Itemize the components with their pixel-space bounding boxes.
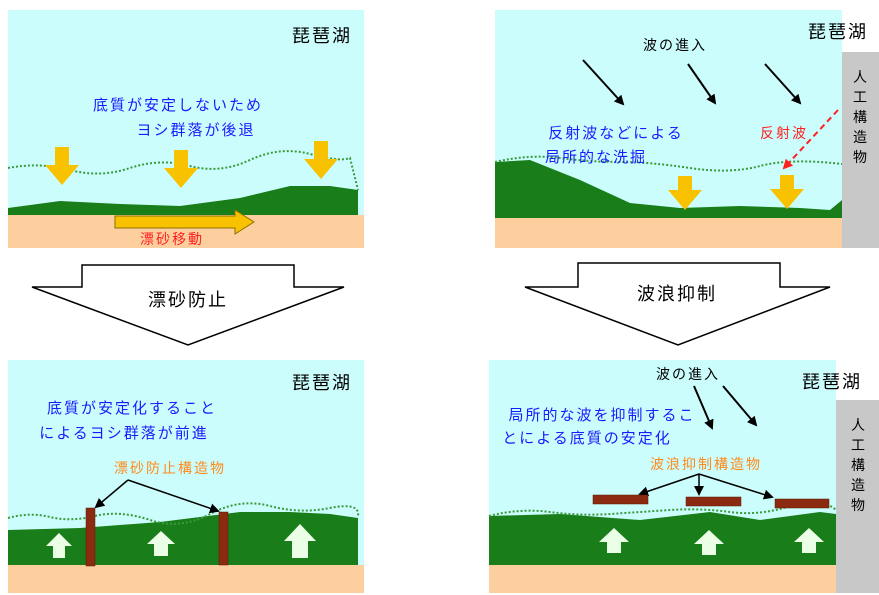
structure-char: 人 bbox=[853, 70, 867, 86]
wave-breaker bbox=[774, 498, 830, 509]
wave-breaker bbox=[685, 496, 742, 507]
panel-bottom-right: 人 工 構 造 物 琵琶湖 波の進入 局所的な波を抑制するこ とによる底質の安定… bbox=[488, 360, 879, 593]
waterline bbox=[7, 150, 359, 191]
wave-arrow bbox=[764, 63, 802, 105]
structure-char: 工 bbox=[853, 90, 867, 106]
reed-bed bbox=[495, 160, 842, 218]
caption-line-1: 局所的な波を抑制するこ bbox=[508, 406, 695, 424]
wave-entry-label: 波の進入 bbox=[643, 38, 707, 54]
structure-label: 漂砂防止構造物 bbox=[114, 461, 226, 477]
drift-arrow-icon bbox=[114, 209, 255, 235]
structure-label: 波浪抑制構造物 bbox=[650, 457, 762, 473]
caption-line-2: ヨシ群落が後退 bbox=[136, 121, 255, 139]
structure-label: 人 工 構 造 物 bbox=[851, 418, 865, 514]
big-down-arrow-icon bbox=[31, 264, 345, 346]
transition-arrow-right: 波浪抑制 bbox=[524, 262, 831, 346]
up-arrow-icon bbox=[694, 530, 724, 555]
transition-arrow-left: 漂砂防止 bbox=[31, 264, 345, 346]
caption-line-2: によるヨシ群落が前進 bbox=[39, 424, 209, 442]
reflected-wave-label: 反射波 bbox=[760, 126, 808, 142]
structure-char: 人 bbox=[851, 418, 865, 434]
structure-char: 物 bbox=[853, 150, 867, 166]
transition-label: 波浪抑制 bbox=[637, 284, 717, 305]
transition-label: 漂砂防止 bbox=[148, 290, 228, 311]
lake-label: 琵琶湖 bbox=[292, 373, 352, 394]
wave-arrow bbox=[582, 59, 625, 106]
up-arrow-icon bbox=[147, 531, 175, 556]
structure-char: 造 bbox=[851, 478, 865, 494]
wave-arrow bbox=[722, 385, 758, 427]
structure-char: 構 bbox=[853, 110, 867, 126]
wave-entry-label: 波の進入 bbox=[656, 367, 720, 383]
reflected-wave-arrow bbox=[782, 109, 839, 170]
caption-line-1: 底質が安定しないため bbox=[93, 96, 263, 114]
sand-area bbox=[489, 565, 836, 593]
waterline bbox=[7, 502, 360, 525]
structure-label: 人 工 構 造 物 bbox=[853, 70, 867, 166]
drift-label: 漂砂移動 bbox=[140, 232, 204, 248]
sand-area bbox=[495, 218, 842, 248]
big-down-arrow-icon bbox=[524, 262, 831, 346]
wave-arrow bbox=[687, 63, 717, 105]
wave-breaker bbox=[592, 494, 649, 505]
structure-char: 構 bbox=[851, 458, 865, 474]
panel-bottom-left: 琵琶湖 底質が安定化すること によるヨシ群落が前進 漂砂防止構造物 bbox=[7, 360, 364, 593]
reed-bed bbox=[8, 186, 358, 215]
artificial-structure bbox=[842, 52, 879, 248]
structure-char: 物 bbox=[851, 498, 865, 514]
sand-stake bbox=[218, 511, 229, 566]
up-arrow-icon bbox=[46, 533, 72, 558]
down-arrow-icon bbox=[770, 175, 804, 209]
reed-bed bbox=[8, 512, 358, 565]
structure-char: 工 bbox=[851, 438, 865, 454]
pointer-arrow bbox=[698, 473, 774, 500]
down-arrow-icon bbox=[45, 147, 79, 185]
artificial-structure bbox=[836, 400, 879, 593]
up-arrow-icon bbox=[599, 528, 629, 553]
sand-stake bbox=[85, 507, 96, 567]
wave-arrow bbox=[693, 385, 714, 430]
sand-area bbox=[8, 565, 364, 593]
caption-line-2: 局所的な洗掘 bbox=[545, 148, 647, 166]
up-arrow-icon bbox=[794, 528, 824, 553]
lake-label: 琵琶湖 bbox=[292, 26, 352, 47]
waterline bbox=[488, 500, 837, 517]
pointer-arrow bbox=[127, 479, 220, 514]
panel-top-left: 琵琶湖 底質が安定しないため ヨシ群落が後退 漂砂移動 bbox=[7, 10, 364, 248]
down-arrow-icon bbox=[164, 150, 198, 188]
panel-top-right: 人 工 構 造 物 琵琶湖 波の進入 反射波 反射波などによる 局所的な洗掘 bbox=[494, 10, 879, 248]
pointer-arrow bbox=[94, 479, 129, 509]
lake-label: 琵琶湖 bbox=[802, 372, 862, 393]
caption-line-1: 底質が安定化すること bbox=[47, 399, 217, 417]
down-arrow-icon bbox=[304, 141, 338, 179]
reed-bed bbox=[489, 512, 836, 565]
down-arrow-icon bbox=[668, 176, 702, 210]
caption-line-2: とによる底質の安定化 bbox=[502, 429, 672, 447]
structure-char: 造 bbox=[853, 130, 867, 146]
caption-line-1: 反射波などによる bbox=[548, 124, 684, 142]
lake-label: 琵琶湖 bbox=[808, 22, 868, 43]
pointer-arrow bbox=[638, 473, 700, 497]
up-arrow-icon bbox=[284, 524, 316, 558]
